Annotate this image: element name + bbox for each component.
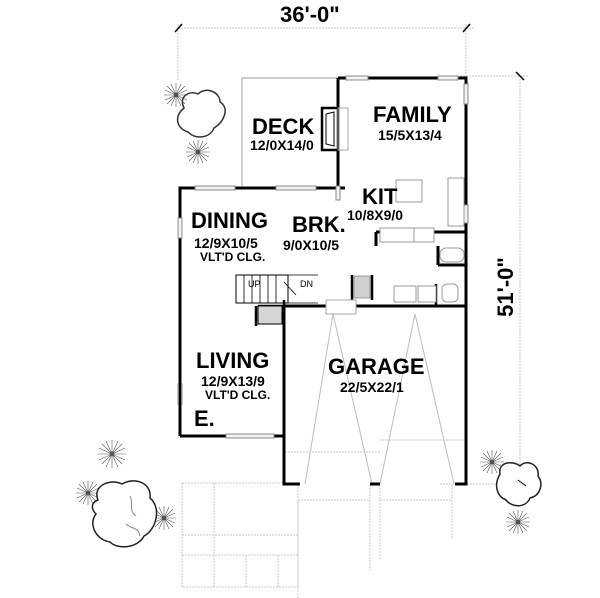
entry-label: E.	[194, 406, 215, 431]
room-size: 12/9X13/9	[201, 373, 265, 389]
dimension-lines	[177, 24, 528, 485]
room-name: DECK	[252, 114, 315, 139]
staircase	[235, 274, 318, 304]
windows	[177, 75, 469, 439]
room-size: 9/0X10/5	[283, 237, 340, 253]
room-note: VLT'D CLG.	[200, 250, 266, 264]
room-size: 10/8X9/0	[347, 207, 404, 223]
width-dimension: 36'-0"	[280, 2, 340, 27]
stair-up-label: UP	[248, 279, 261, 289]
stair-down-label: DN	[300, 279, 313, 289]
entry-step	[325, 299, 357, 315]
closet-hatch	[257, 305, 283, 325]
room-name: KIT	[362, 184, 398, 209]
deck-outline	[241, 77, 338, 186]
tree-bottomright	[495, 461, 542, 507]
room-name: FAMILY	[373, 102, 452, 127]
tree-topleft	[176, 89, 226, 138]
room-size: 22/5X22/1	[340, 379, 404, 395]
room-size: 15/5X13/4	[378, 127, 442, 143]
depth-dimension: 51'-0"	[492, 257, 518, 317]
room-note: VLT'D CLG.	[205, 388, 271, 402]
garage-door-tracks	[304, 313, 455, 485]
room-name: BRK.	[292, 212, 346, 237]
room-size: 12/0X14/0	[250, 137, 314, 153]
tree-bottomleft	[91, 480, 158, 548]
fireplace	[320, 106, 349, 152]
room-name: DINING	[191, 208, 268, 233]
stair-landing-hatch	[353, 275, 371, 299]
driveway-outline	[181, 439, 465, 598]
room-size: 12/9X10/5	[194, 235, 258, 251]
starburst-shrubs	[76, 83, 530, 534]
room-name: GARAGE	[328, 354, 425, 379]
kitchen-fixtures	[379, 177, 465, 303]
room-name: LIVING	[196, 348, 270, 373]
